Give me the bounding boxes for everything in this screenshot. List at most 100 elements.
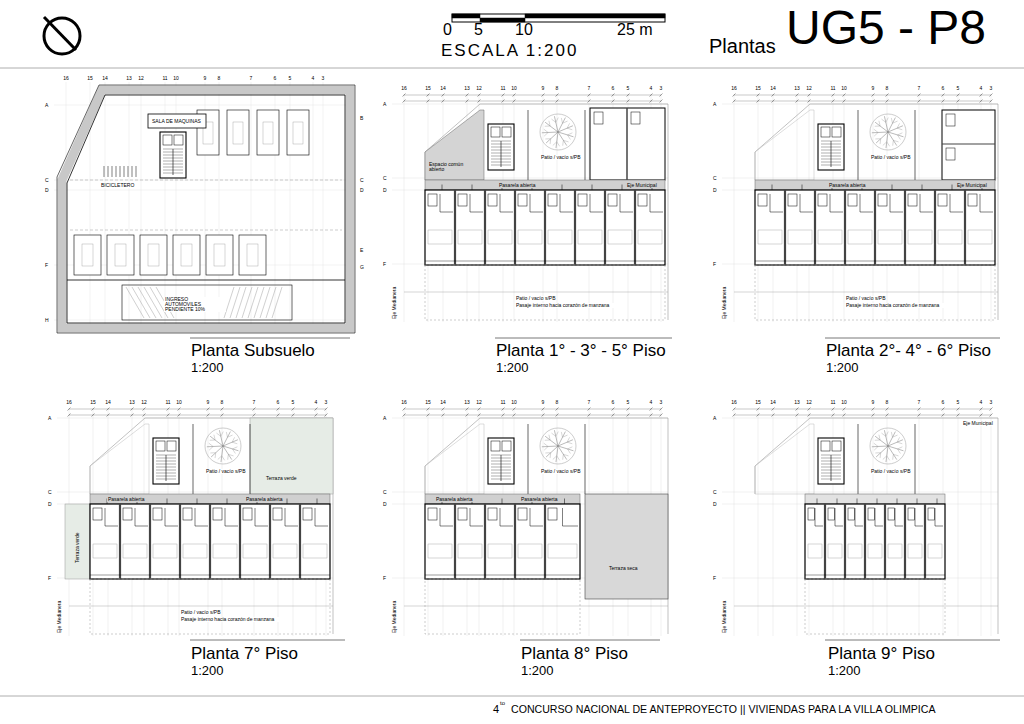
plan-line: [325, 408, 328, 411]
plan-rect: [585, 494, 668, 599]
plan-line: [770, 212, 783, 213]
plan-line: [558, 446, 567, 460]
plan-line: [556, 94, 559, 97]
plan-circle: [870, 114, 906, 150]
plan-rect: [425, 579, 580, 634]
plan-line: [876, 446, 888, 457]
plan-line: [427, 414, 430, 417]
plan-line: [831, 141, 832, 167]
plan-line: [219, 430, 223, 446]
plan-rect: [638, 230, 662, 244]
grid-axis-letter: F: [713, 262, 716, 267]
plan-scale: 1:200: [496, 361, 668, 375]
plan-line: [478, 94, 481, 97]
plan-line: [895, 508, 896, 526]
grid-axis-number: 15: [87, 76, 93, 81]
room-label: Pasarela abierta: [520, 497, 558, 502]
plan-line: [478, 408, 481, 411]
grid-axis-number: 10: [841, 86, 847, 91]
plan-rect: [273, 508, 282, 520]
plan-line: [770, 194, 771, 212]
plan-line: [887, 142, 890, 147]
plan-line: [221, 432, 223, 437]
plan-line: [105, 508, 106, 526]
plan-line: [858, 110, 859, 180]
plan-line: [500, 508, 501, 526]
grid-axis-number: 4: [980, 400, 983, 405]
plan-line: [990, 414, 993, 417]
grid-axis-number: 15: [425, 400, 431, 405]
plan-rect: [181, 244, 192, 266]
plan-rect: [233, 122, 243, 144]
plan-rect: [904, 504, 906, 579]
plan-line: [530, 212, 543, 213]
plan-line: [0, 68, 1024, 69]
plan-line: [141, 82, 142, 328]
plan-rect: [868, 544, 882, 558]
plan-circle: [540, 114, 576, 150]
floor-plan: [722, 94, 998, 323]
plan-rect: [65, 504, 90, 579]
grid-axis-number: 7: [588, 400, 591, 405]
plan-line: [800, 194, 801, 212]
plan-line: [888, 446, 897, 460]
plan-path: [802, 185, 803, 191]
plan-line: [285, 508, 286, 526]
plan-line: [272, 287, 282, 318]
plan-rect: [928, 508, 935, 520]
plan-line: [891, 432, 892, 437]
plan-line: [875, 440, 880, 441]
plan-rect: [213, 508, 222, 520]
plan-line: [222, 456, 225, 461]
plan-line: [549, 121, 550, 126]
plan-line: [427, 408, 430, 411]
plan-rect: [269, 504, 271, 579]
floor-plan: [722, 408, 998, 637]
grid-axis-number: 8: [886, 400, 889, 405]
plan-line: [875, 126, 880, 127]
plan-line: [69, 606, 333, 607]
plan-rect: [548, 230, 572, 244]
grid-axis-number: 11: [162, 76, 167, 81]
plan-path: [937, 499, 938, 505]
plan-line: [550, 453, 552, 458]
grid-axis-letter: A: [48, 416, 51, 421]
plan-line: [620, 212, 633, 213]
plan-rect: [428, 194, 437, 206]
grid-axis-number: 13: [129, 400, 135, 405]
room-label: Espacio común abierto: [428, 162, 480, 172]
plan-line: [874, 132, 878, 136]
plan-line: [831, 455, 832, 481]
plan-line: [772, 414, 775, 417]
room-label: Pasaje interno hacia corazón de manzana: [515, 303, 617, 308]
plan-line: [886, 132, 888, 148]
plan-line: [880, 139, 882, 144]
plan-line: [542, 408, 545, 411]
grid-axis-number: 3: [322, 76, 325, 81]
plan-line: [796, 414, 799, 417]
plan-rect: [525, 14, 665, 18]
plan-line: [991, 408, 992, 636]
plan-line: [881, 433, 885, 436]
plan-line: [888, 118, 895, 132]
plan-rect: [758, 194, 767, 206]
plan-line: [830, 194, 831, 212]
plan-line: [466, 408, 469, 411]
plan-rect: [934, 190, 936, 265]
plan-scale: 1:200: [828, 664, 937, 678]
plan-rect: [784, 190, 786, 265]
plan-line: [225, 526, 238, 527]
plan-line: [135, 508, 136, 526]
grid-axis-letter: D: [45, 188, 49, 193]
plan-line: [734, 606, 998, 607]
plan-line: [550, 139, 552, 144]
grid-axis-letter: G: [360, 265, 364, 270]
floor-plan: [392, 94, 668, 323]
plan-line: [773, 408, 774, 636]
plan-rect: [484, 504, 486, 579]
plan-line: [132, 287, 150, 318]
plan-line: [221, 414, 224, 417]
plan-line: [876, 132, 888, 143]
plan-line: [835, 526, 843, 527]
grid-axis-number: 8: [221, 400, 224, 405]
